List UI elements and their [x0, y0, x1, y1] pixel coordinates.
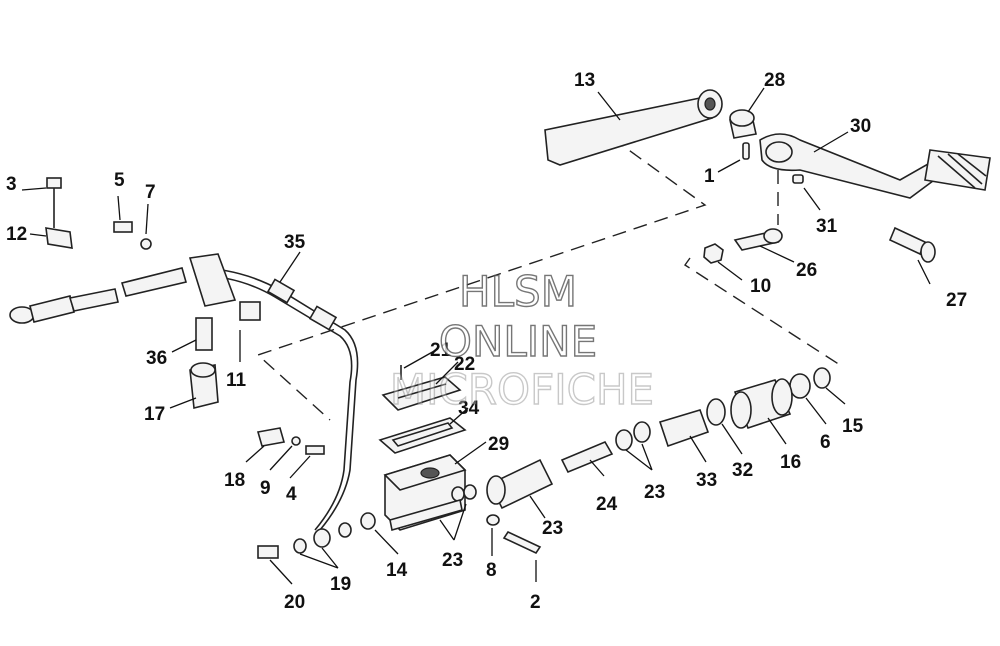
- callout-11: 11: [226, 370, 247, 391]
- watermark-line2: ONLINE: [439, 317, 597, 366]
- callout-17: 17: [144, 404, 165, 425]
- callout-23a: 23: [542, 518, 563, 539]
- dashed-assembly-lines: [256, 137, 841, 421]
- callout-12: 12: [6, 224, 27, 245]
- switch-boot[interactable]: [189, 362, 219, 409]
- brake-pedal[interactable]: [759, 133, 991, 199]
- small-screw[interactable]: [305, 445, 325, 455]
- hose-clamp[interactable]: [45, 227, 73, 249]
- reservoir-shims[interactable]: [389, 498, 463, 532]
- hose-assembly[interactable]: [9, 267, 188, 324]
- pedal-bushing[interactable]: [729, 109, 757, 139]
- banjo-bolt[interactable]: [257, 545, 279, 559]
- callout-4: 4: [286, 484, 297, 505]
- callout-16: 16: [780, 452, 801, 473]
- clevis-rod[interactable]: [733, 228, 783, 251]
- callout-18: 18: [224, 470, 245, 491]
- callout-7: 7: [145, 182, 156, 203]
- reservoir-cover[interactable]: [381, 376, 462, 411]
- callout-5: 5: [114, 170, 125, 191]
- leader-lines: [21, 87, 931, 585]
- o-ring[interactable]: [291, 436, 301, 446]
- callout-8: 8: [486, 560, 497, 581]
- callout-32: 33: [696, 470, 717, 491]
- callout-9: 9: [260, 478, 271, 499]
- callout-35: 34: [458, 398, 480, 419]
- callout-33: 32: [732, 460, 753, 481]
- watermark-line1: HLSM: [459, 267, 577, 316]
- clip[interactable]: [256, 427, 286, 447]
- callout-15: 15: [842, 416, 864, 437]
- watermark-line3: MICROFICHE: [390, 365, 654, 414]
- reservoir-gasket[interactable]: [378, 417, 467, 454]
- callout-34: 35: [284, 232, 306, 253]
- washer[interactable]: [140, 238, 152, 250]
- callout-28: 29: [488, 434, 509, 455]
- cotter-pin[interactable]: [742, 142, 750, 160]
- callout-2: 2: [530, 592, 541, 613]
- callout-27: 28: [764, 70, 785, 91]
- callout-13: 13: [574, 70, 595, 91]
- pedal-pivot-bracket[interactable]: [544, 89, 723, 166]
- pedal-stop-bolt[interactable]: [888, 226, 936, 263]
- callout-1: 1: [704, 166, 715, 187]
- bolt[interactable]: [113, 221, 133, 233]
- mounting-bolt[interactable]: [502, 530, 542, 555]
- callout-6: 6: [820, 432, 831, 453]
- callout-10: 10: [750, 276, 771, 297]
- master-cylinder-parts[interactable]: [486, 367, 831, 510]
- pedal-pin[interactable]: [792, 174, 804, 184]
- callout-25: 26: [796, 260, 817, 281]
- clamp-screw[interactable]: [46, 177, 62, 228]
- callout-30: 31: [816, 216, 838, 237]
- sealing-washers[interactable]: [293, 512, 376, 554]
- watermark: HLSM ONLINE MICROFICHE: [389, 266, 655, 414]
- callout-3: 3: [6, 174, 17, 195]
- callout-numbers: 13 28 30 1 31 26 10 27 3 12 5 7 35 36 11…: [6, 70, 967, 613]
- brake-light-switch[interactable]: [195, 317, 213, 351]
- callout-26: 27: [946, 290, 967, 311]
- callout-36: 36: [146, 348, 167, 369]
- callout-20: 20: [284, 592, 305, 613]
- callout-22: 22: [454, 354, 475, 375]
- brake-line[interactable]: [194, 267, 359, 531]
- callout-14: 14: [386, 560, 408, 581]
- callout-23b: 23: [644, 482, 665, 503]
- callout-21: 21: [430, 340, 452, 361]
- callout-31: 23: [442, 550, 463, 571]
- mounting-bracket[interactable]: [188, 253, 261, 321]
- hex-nut[interactable]: [703, 243, 724, 264]
- callout-29: 30: [850, 116, 871, 137]
- callout-19: 19: [330, 574, 351, 595]
- callout-24: 24: [596, 494, 618, 515]
- seal-ring[interactable]: [486, 514, 500, 526]
